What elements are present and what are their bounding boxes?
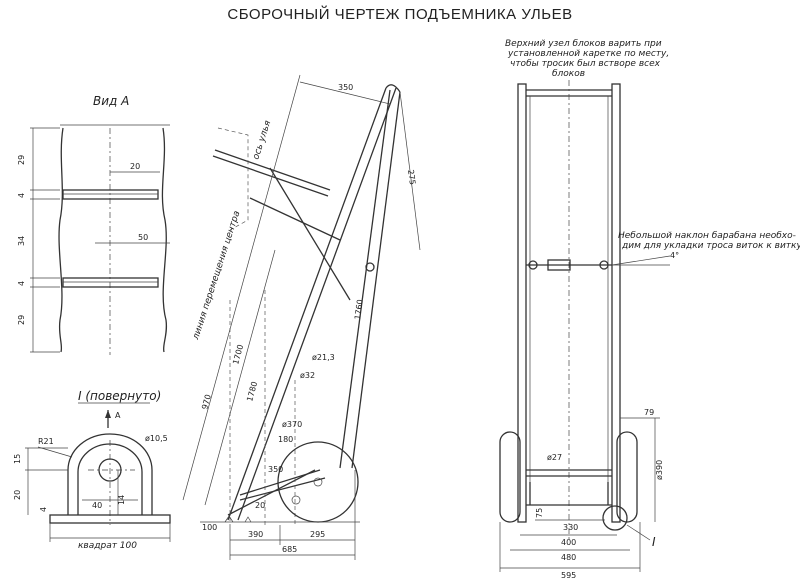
dim-d27: ø27	[547, 453, 562, 462]
dim-4-top: 4	[17, 193, 26, 198]
dim-4-plate: 4	[39, 507, 48, 512]
dim-970: 970	[200, 393, 213, 410]
dim-4-bottom: 4	[17, 281, 26, 286]
dim-29-bottom: 29	[17, 315, 26, 325]
hive-axis-label: ось улья	[251, 119, 273, 161]
dim-1780: 1780	[245, 381, 259, 403]
dim-34: 34	[17, 236, 26, 246]
dim-d21-3: ø21,3	[312, 353, 335, 362]
dim-275: 275	[406, 169, 417, 185]
note-top-line-2: установленной каретке по месту,	[507, 49, 669, 59]
dim-75: 75	[535, 508, 544, 518]
dim-29-top: 29	[17, 155, 26, 165]
dim-480: 480	[561, 553, 576, 562]
note-side-line-1: Небольшой наклон барабана необхо-	[618, 231, 796, 241]
dim-15: 15	[13, 454, 22, 464]
dim-d370: ø370	[282, 420, 302, 429]
dim-79: 79	[644, 408, 654, 417]
dim-20-side: 20	[255, 501, 265, 510]
dim-685: 685	[282, 545, 297, 554]
dim-295: 295	[310, 530, 325, 539]
dim-50: 50	[138, 233, 148, 242]
dim-20-bracket: 20	[13, 490, 22, 500]
dim-180: 180	[278, 435, 293, 444]
base-label: квадрат 100	[78, 541, 137, 551]
dim-400: 400	[561, 538, 576, 547]
dim-1700: 1700	[231, 344, 245, 366]
note-side-line-2: дим для укладки троса виток к витку	[621, 241, 800, 251]
dim-d10-5: ø10,5	[145, 434, 168, 443]
section-i-label: I (повернуто)	[78, 389, 161, 403]
side-view: ось улья линия перемещения центра 350 27…	[182, 74, 421, 560]
dim-350-bottom: 350	[268, 465, 283, 474]
dim-d390: ø390	[655, 460, 664, 480]
dim-100: 100	[202, 523, 217, 532]
dim-350-top: 350	[338, 83, 353, 92]
dim-390: 390	[248, 530, 263, 539]
dim-40: 40	[92, 501, 102, 510]
dim-20: 20	[130, 162, 140, 171]
dim-r21: R21	[38, 437, 54, 446]
center-line-label: линия перемещения центра	[191, 210, 242, 342]
note-top-line-4: блоков	[552, 69, 585, 79]
dim-1760: 1760	[353, 299, 365, 320]
dim-595: 595	[561, 571, 576, 580]
dim-d32: ø32	[300, 371, 315, 380]
detail-i-label: I	[652, 535, 656, 549]
dim-4deg: 4°	[670, 251, 679, 260]
arrow-a-label: А	[115, 411, 121, 420]
front-view: Верхний узел блоков варить при установле…	[499, 39, 800, 580]
view-a-label: Вид А	[93, 94, 129, 108]
dim-14: 14	[117, 495, 126, 505]
section-i: I (повернуто) А R21 ø10,5 15 20 40 14 4 …	[13, 389, 171, 551]
note-top-line-1: Верхний узел блоков варить при	[505, 39, 662, 49]
dim-330: 330	[563, 523, 578, 532]
drawing-title: СБОРОЧНЫЙ ЧЕРТЕЖ ПОДЪЕМНИКА УЛЬЕВ	[227, 6, 573, 23]
view-a: Вид А 29 4 34 4 29 20 50	[17, 94, 170, 355]
note-top-line-3: чтобы тросик был встворе всех	[510, 59, 661, 69]
